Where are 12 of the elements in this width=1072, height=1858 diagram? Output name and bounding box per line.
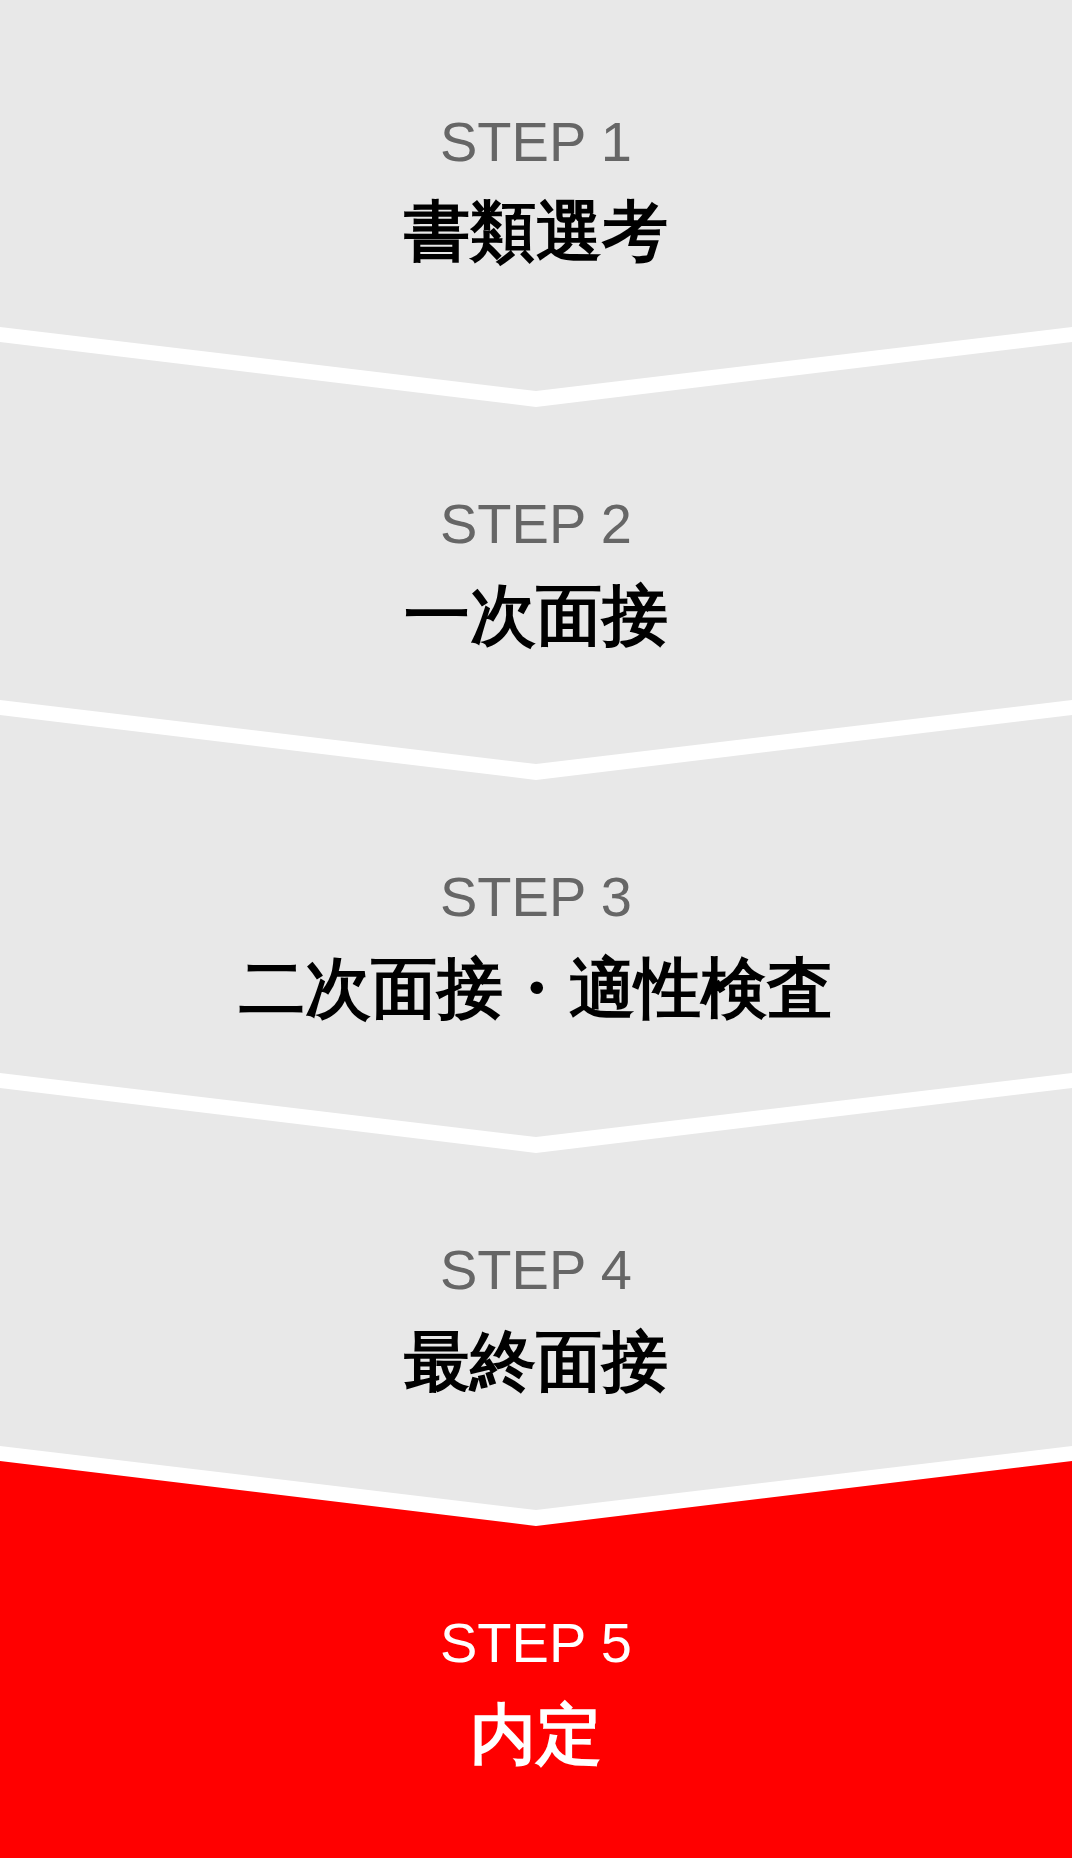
highlighted-step-band bbox=[0, 1461, 1072, 1858]
step-number: STEP 2 bbox=[440, 494, 632, 554]
step-number: STEP 5 bbox=[440, 1613, 632, 1673]
step-number: STEP 1 bbox=[440, 112, 632, 172]
step-title: 二次面接・適性検査 bbox=[239, 951, 833, 1027]
step-number: STEP 4 bbox=[440, 1240, 632, 1300]
step-title: 一次面接 bbox=[404, 578, 668, 654]
step-title: 最終面接 bbox=[404, 1324, 668, 1400]
step-number: STEP 3 bbox=[440, 867, 632, 927]
step-band bbox=[0, 1088, 1072, 1510]
step-title: 内定 bbox=[470, 1697, 602, 1773]
step-title: 書類選考 bbox=[404, 194, 668, 270]
